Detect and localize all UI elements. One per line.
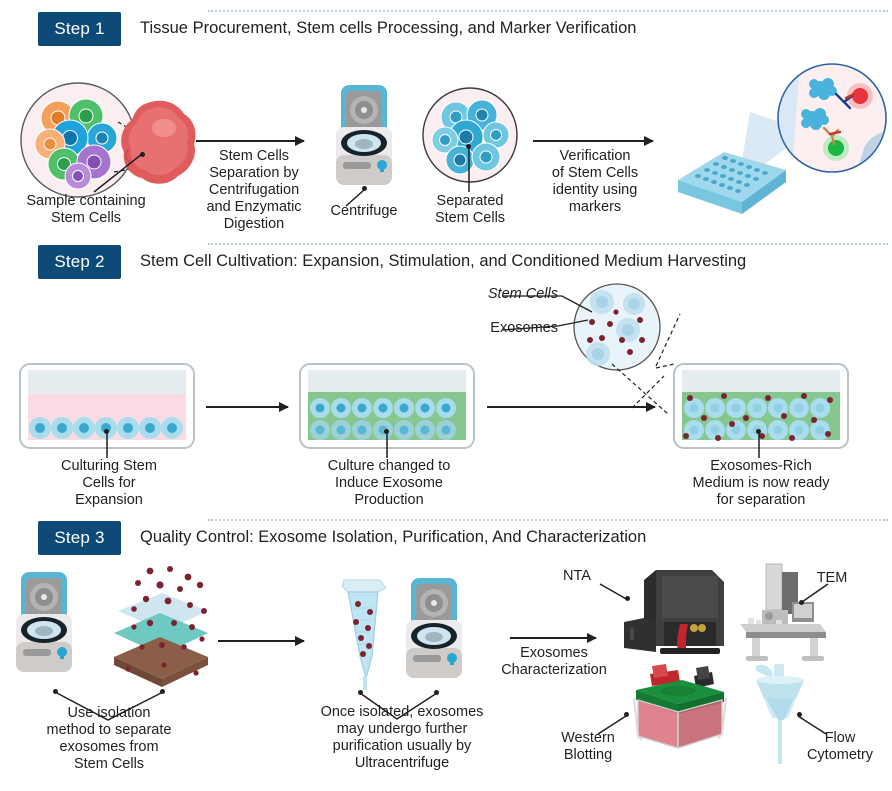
caption-flask2: Culture changed to Induce Exosome Produc… — [327, 458, 451, 508]
antibody-magnifier-icon — [777, 63, 887, 173]
centrifuge-isolation-icon — [16, 572, 72, 672]
caption-characterization: Exosomes Characterization — [501, 645, 607, 678]
purification-leader-lines — [359, 692, 438, 720]
exosome-magnifier-icon — [573, 283, 661, 371]
nta-instrument-icon — [624, 570, 724, 654]
western-leader-dot — [624, 712, 629, 717]
caption-flow: Flow Cytometry — [806, 730, 874, 763]
centrifuge-leader-dot — [362, 186, 367, 191]
caption-verification: Verification of Stem Cells identity usin… — [551, 148, 639, 215]
flask2-leader-dot — [384, 429, 389, 434]
step-title-2: Stem Cell Cultivation: Expansion, Stimul… — [140, 252, 747, 270]
nta-leader-dot — [625, 596, 630, 601]
separated-leader-line — [468, 146, 470, 192]
flow-leader-line — [797, 715, 827, 735]
step-badge-3: Step 3 — [38, 521, 121, 555]
flask3-leader-line — [758, 432, 760, 458]
arrow-verification — [533, 136, 654, 146]
arrow-separation — [196, 136, 305, 146]
tem-leader-line — [801, 583, 829, 603]
caption-nta: NTA — [563, 568, 591, 584]
flask1-leader-line — [106, 432, 108, 458]
step-title-3: Quality Control: Exosome Isolation, Puri… — [140, 528, 647, 546]
96-well-plate-icon — [678, 152, 786, 214]
flask3-leader-dot — [756, 429, 761, 434]
centrifuge-leader-line — [345, 189, 365, 207]
caption-magnifier-exosomes: Exosomes — [490, 320, 558, 336]
flow-leader-dot — [797, 712, 802, 717]
tem-leader-dot — [799, 600, 804, 605]
caption-isolation: Use isolation method to separate exosome… — [46, 705, 172, 772]
caption-flask1: Culturing Stem Cells for Expansion — [61, 458, 157, 508]
sample-leader-line — [93, 153, 143, 193]
arrow-characterization — [510, 633, 597, 643]
caption-magnifier-stem-cells: Stem Cells — [487, 286, 558, 302]
caption-sample: Sample containing Stem Cells — [26, 193, 146, 226]
caption-tem: TEM — [816, 570, 848, 586]
divider-step3 — [208, 519, 888, 521]
separated-cells-icon — [422, 87, 518, 183]
filter-stack-icon — [114, 566, 208, 687]
step-title-1: Tissue Procurement, Stem cells Processin… — [140, 19, 637, 37]
western-leader-line — [597, 715, 627, 735]
sample-leader-dot — [140, 152, 145, 157]
flask2-leader-line — [386, 432, 388, 458]
caption-separated: Separated Stem Cells — [434, 193, 506, 226]
step-badge-1: Step 1 — [38, 12, 121, 46]
eppendorf-tube-icon — [341, 579, 387, 690]
western-blot-tank-icon — [633, 664, 727, 749]
centrifuge-icon — [336, 85, 392, 185]
centrifuge-purification-icon — [406, 578, 462, 678]
magnifier-beam-lower — [611, 363, 669, 415]
isolation-leader-lines — [54, 691, 164, 721]
nta-leader-line — [599, 583, 629, 601]
caption-centrifuge: Centrifuge — [330, 203, 398, 219]
arrow-to-purification — [218, 636, 305, 646]
magnifier-beam-step2 — [631, 313, 681, 409]
step-badge-2: Step 2 — [38, 245, 121, 279]
caption-flask3: Exosomes-Rich Medium is now ready for se… — [692, 458, 830, 508]
tem-microscope-icon — [740, 563, 826, 661]
cell-cluster-icon — [20, 82, 136, 198]
caption-purification: Once isolated, exosomes may undergo furt… — [320, 704, 484, 771]
arrow-flask1-flask2 — [206, 402, 289, 412]
divider-step2 — [208, 243, 888, 245]
tissue-blob-icon — [121, 100, 196, 184]
arrow-flask2-flask3 — [487, 402, 656, 412]
flask1-leader-dot — [104, 429, 109, 434]
caption-separation: Stem Cells Separation by Centrifugation … — [206, 148, 302, 232]
divider-step1 — [208, 10, 888, 12]
flow-cytometry-nozzle-icon — [755, 664, 804, 764]
magnifier-label-leaders — [501, 295, 593, 331]
caption-western: Western Blotting — [561, 730, 615, 763]
